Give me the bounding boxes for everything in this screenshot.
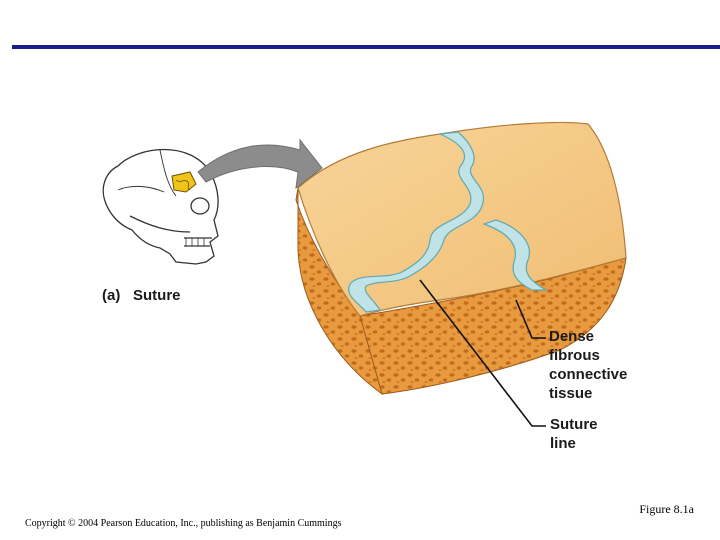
caption-letter: (a) [102,287,121,304]
skull-suture-highlight [171,171,197,193]
arrow-icon [197,138,323,190]
copyright-notice: Copyright © 2004 Pearson Education, Inc.… [25,518,342,529]
skull-icon [102,149,219,265]
label-dense: Dense [549,328,595,345]
header-rule [12,45,720,49]
figure-number: Figure 8.1a [639,502,694,516]
label-suture: Suture [550,416,598,433]
label-tissue: tissue [549,385,593,402]
label-connective: connective [549,366,628,383]
caption-title: Suture [133,287,181,304]
label-fibrous: fibrous [549,347,600,364]
leader-lines [419,279,546,427]
label-line: line [550,435,576,452]
bone-block [295,121,627,396]
